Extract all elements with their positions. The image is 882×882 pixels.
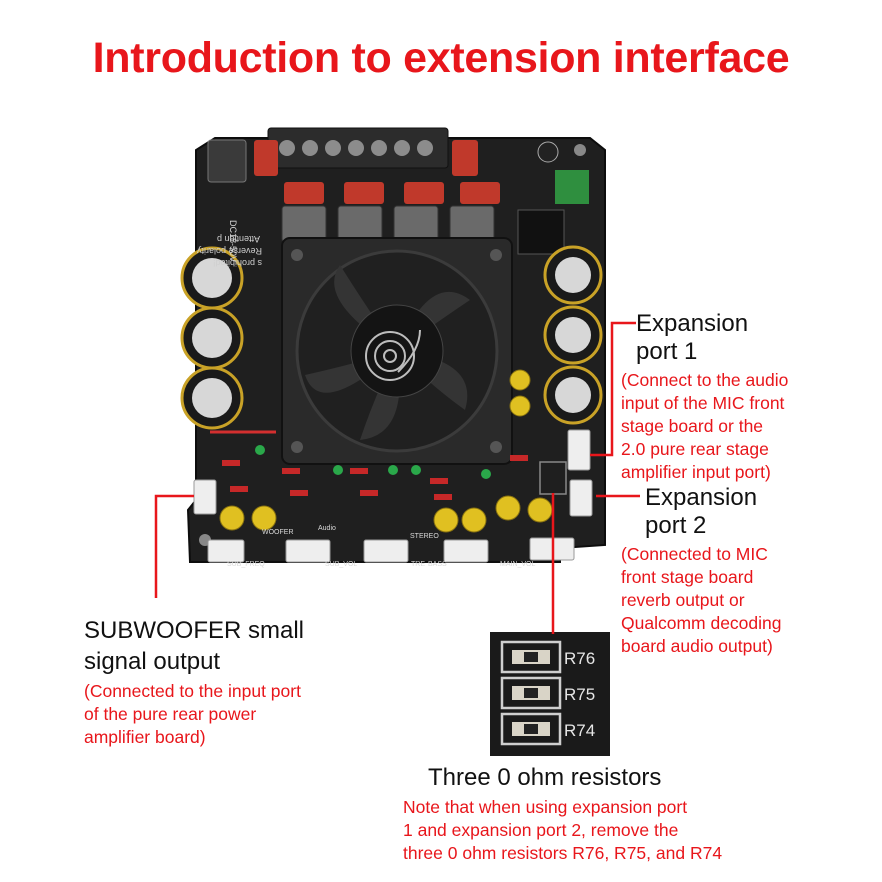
subwoofer-callout-line <box>154 494 194 598</box>
expansion-port-2-note: (Connected to MIC front stage board reve… <box>621 544 782 656</box>
chip-label-r76: R76 <box>564 649 595 668</box>
mounting-hole <box>574 144 586 156</box>
svg-text:Audio: Audio <box>318 525 336 532</box>
svg-text:SUB_VOL: SUB_VOL <box>325 561 357 568</box>
bottom-connectors <box>207 537 575 563</box>
left-capacitors <box>180 246 244 430</box>
resistors-note: Note that when using expansion port 1 an… <box>403 797 723 863</box>
port1-callout-line <box>590 321 636 457</box>
expansion-port-1-note: (Connect to the audio input of the MIC f… <box>621 370 789 482</box>
resistor-chip-labels: R76 R75 R74 <box>564 649 595 740</box>
expansion-port-2-label: Expansion port 2 <box>645 484 758 539</box>
port-silk-labels: SUB_FREQ SUB_VOL TRE BASS MAIN_VOL <box>227 561 536 568</box>
svg-text:STEREO: STEREO <box>410 533 439 540</box>
svg-text:TRE: TRE <box>411 561 425 568</box>
bluetooth-module <box>555 170 589 204</box>
chip-label-r74: R74 <box>564 721 595 740</box>
svg-text:WOOFER: WOOFER <box>262 529 294 536</box>
chip-label-r75: R75 <box>564 685 595 704</box>
small-yellow-capacitors <box>219 369 553 533</box>
page-title: Introduction to extension interface <box>92 34 790 82</box>
svg-text:SUB_FREQ: SUB_FREQ <box>227 561 265 568</box>
subwoofer-output-label: SUBWOOFER small signal output <box>84 617 305 675</box>
fan-screws <box>291 249 502 453</box>
expansion-port-1-label: Expansion port 1 <box>636 310 749 365</box>
resistors-label: Three 0 ohm resistors <box>428 764 662 791</box>
svg-text:s prohibited!: s prohibited! <box>213 258 262 268</box>
dsp-chip <box>517 209 565 255</box>
green-components <box>255 445 491 479</box>
inductors <box>281 205 495 243</box>
terminal-screws <box>279 140 433 156</box>
dc-jack <box>207 139 247 183</box>
power-label: DC18-50V <box>228 220 238 262</box>
svg-text:BASS: BASS <box>428 561 447 568</box>
smd-resistors <box>222 455 528 500</box>
callout-lines <box>154 321 640 634</box>
svg-text:Attention p: Attention p <box>217 234 260 244</box>
right-capacitors <box>543 245 603 425</box>
fan-hub <box>350 304 444 398</box>
silk-labels: WOOFER Audio STEREO <box>262 525 439 540</box>
expansion-port-1-connector <box>567 429 591 471</box>
expansion-port-2-connector <box>569 479 593 517</box>
film-capacitors <box>254 140 500 204</box>
svg-text:MAIN_VOL: MAIN_VOL <box>500 561 536 568</box>
warning-text: Attention p Reverse polarity s prohibite… <box>196 234 262 268</box>
logo-icon <box>365 329 421 381</box>
resistor-chips <box>500 640 562 746</box>
svg-text:Reverse polarity: Reverse polarity <box>196 246 262 256</box>
subwoofer-output-note: (Connected to the input port of the pure… <box>84 681 301 747</box>
audio-jack <box>537 141 559 163</box>
subwoofer-connector <box>193 479 217 515</box>
